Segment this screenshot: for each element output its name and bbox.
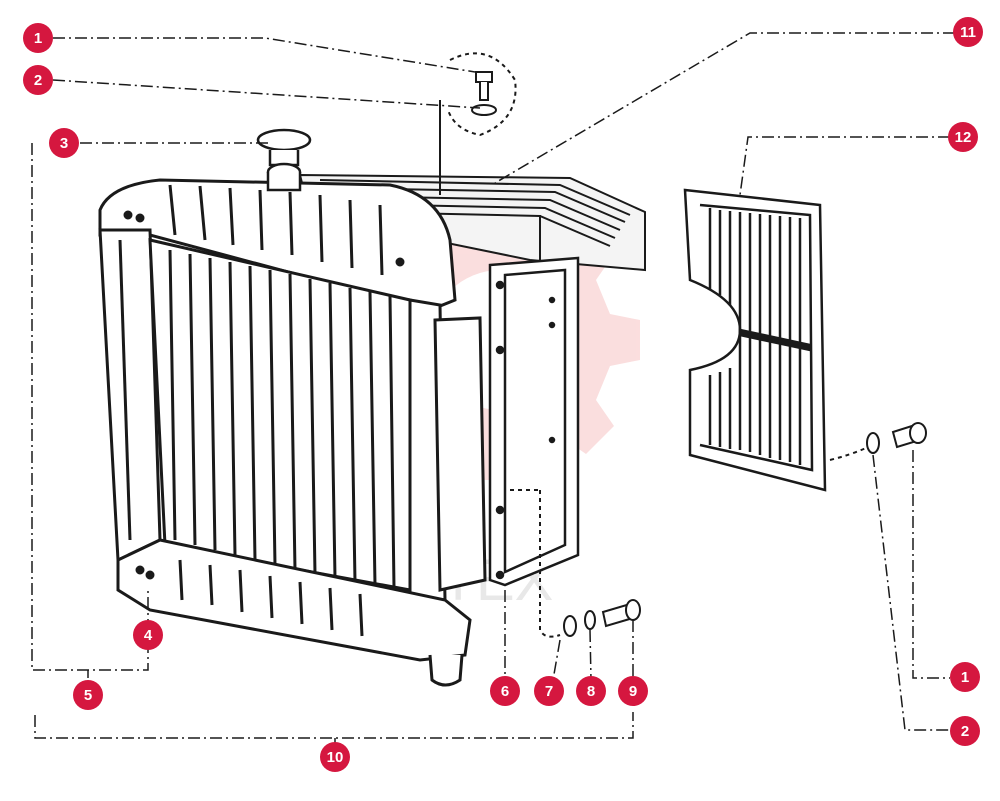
callout-6: 6 — [490, 676, 520, 706]
radiator-cap-icon — [256, 128, 312, 192]
side-bolt-washer — [829, 422, 927, 461]
callout-5: 5 — [73, 680, 103, 710]
callout-1-top: 1 — [23, 23, 53, 53]
callout-1-bottom: 1 — [950, 662, 980, 692]
top-bolt-detail — [439, 52, 517, 195]
callout-2-top: 2 — [23, 65, 53, 95]
callout-11: 11 — [953, 17, 983, 47]
callout-4: 4 — [133, 620, 163, 650]
callout-3: 3 — [49, 128, 79, 158]
callout-12: 12 — [948, 122, 978, 152]
callout-7: 7 — [534, 676, 564, 706]
callout-9: 9 — [618, 676, 648, 706]
callout-2-bottom: 2 — [950, 716, 980, 746]
bottom-bolt-set — [510, 489, 641, 638]
callout-10: 10 — [320, 742, 350, 772]
side-shroud-frame — [488, 256, 580, 587]
callout-8: 8 — [576, 676, 606, 706]
side-grille-panel — [683, 188, 827, 492]
radiator-body — [98, 178, 487, 687]
